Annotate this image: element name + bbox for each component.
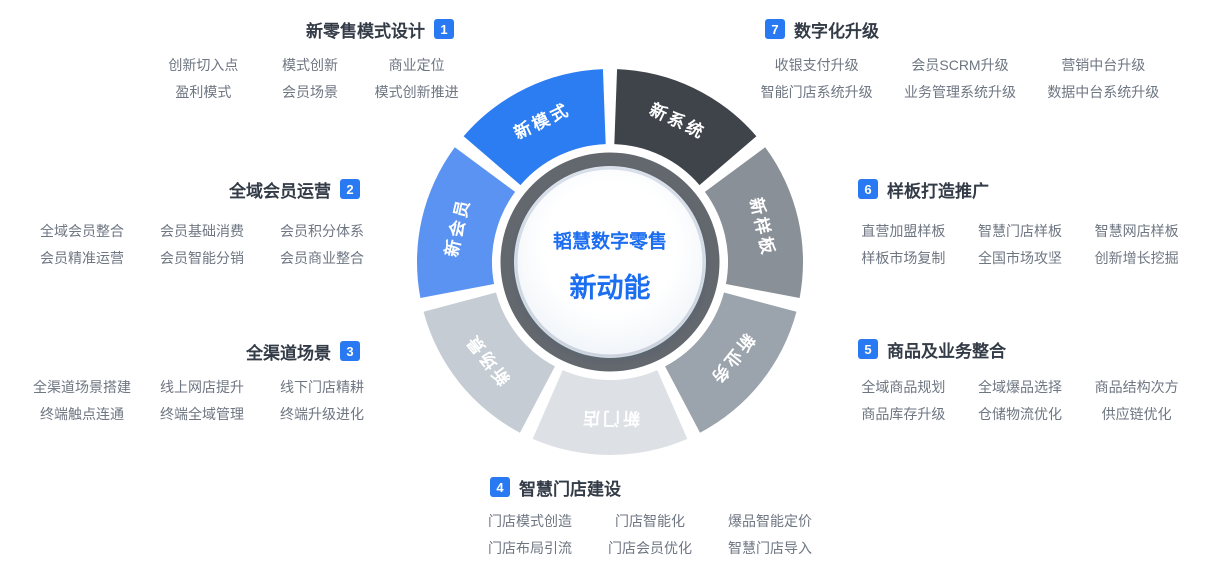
feature-item: 终端升级进化 xyxy=(280,406,364,422)
feature-item: 线下门店精耕 xyxy=(280,379,364,395)
section-number-badge: 7 xyxy=(765,19,785,39)
feature-item: 模式创新 xyxy=(281,57,338,73)
section-member-operation: 全域会员运营 2 全域会员整合 会员基础消费 会员积分体系 会员精准运营 会员智… xyxy=(22,178,382,267)
section-title-row: 全渠道场景 3 xyxy=(22,340,382,363)
feature-item: 全域商品规划 xyxy=(861,379,946,395)
section-title: 智慧门店建设 xyxy=(519,479,621,499)
feature-item: 智慧门店样板 xyxy=(977,223,1062,239)
center-subtitle: 新动能 xyxy=(570,272,651,303)
section-title-row: 5 商品及业务整合 xyxy=(845,338,1195,361)
section-title: 数字化升级 xyxy=(794,21,879,41)
feature-item: 智慧门店导入 xyxy=(728,540,812,556)
feature-item: 终端触点连通 xyxy=(40,406,124,422)
section-model-promotion: 6 样板打造推广 直营加盟样板 智慧门店样板 智慧网店样板 样板市场复制 全国市… xyxy=(845,178,1195,267)
wheel-inner-ring xyxy=(500,152,720,372)
feature-item: 门店布局引流 xyxy=(488,540,572,556)
section-title: 全渠道场景 xyxy=(246,343,331,363)
feature-item: 数据中台系统升级 xyxy=(1047,84,1160,100)
feature-item: 商品结构次方 xyxy=(1094,379,1179,395)
section-title-row: 4 智慧门店建设 xyxy=(470,476,830,499)
momentum-wheel: 新系统新样板新业务新门店新场景新会员新模式 韬慧数字零售 新动能 xyxy=(410,62,810,462)
feature-item: 门店会员优化 xyxy=(608,540,692,556)
feature-item: 营销中台升级 xyxy=(1061,57,1146,73)
feature-item: 业务管理系统升级 xyxy=(903,84,1016,100)
section-title: 新零售模式设计 xyxy=(306,21,425,41)
feature-item: 全域会员整合 xyxy=(40,223,124,239)
section-items: 全渠道场景搭建 线上网店提升 线下门店精耕 终端触点连通 终端全域管理 终端升级… xyxy=(22,378,382,423)
section-items: 全域会员整合 会员基础消费 会员积分体系 会员精准运营 会员智能分销 会员商业整… xyxy=(22,222,382,267)
feature-item: 全渠道场景搭建 xyxy=(33,379,131,395)
feature-item: 会员SCRM升级 xyxy=(911,57,1009,73)
feature-item: 收银支付升级 xyxy=(774,57,859,73)
section-title: 商品及业务整合 xyxy=(887,341,1006,361)
feature-item: 会员精准运营 xyxy=(40,250,124,266)
section-digital-upgrade: 7 数字化升级 收银支付升级 会员SCRM升级 营销中台升级 智能门店系统升级 … xyxy=(745,18,1175,101)
wheel-segment-1 xyxy=(614,69,757,186)
section-number-badge: 3 xyxy=(340,341,360,361)
wheel-segment-6 xyxy=(417,147,516,299)
wheel-segment-2 xyxy=(704,147,803,299)
wheel-segment-5 xyxy=(423,292,555,433)
feature-item: 门店智能化 xyxy=(615,513,685,529)
section-title-row: 6 样板打造推广 xyxy=(845,178,1195,201)
section-items: 创新切入点 模式创新 商业定位 盈利模式 会员场景 模式创新推进 xyxy=(150,56,470,101)
feature-item: 直营加盟样板 xyxy=(861,223,946,239)
section-items: 全域商品规划 全域爆品选择 商品结构次方 商品库存升级 仓储物流优化 供应链优化 xyxy=(845,378,1195,423)
section-title: 全域会员运营 xyxy=(229,181,331,201)
feature-item: 会员场景 xyxy=(281,84,338,100)
section-omnichannel-scene: 全渠道场景 3 全渠道场景搭建 线上网店提升 线下门店精耕 终端触点连通 终端全… xyxy=(22,340,382,423)
center-title: 韬慧数字零售 xyxy=(553,230,667,253)
feature-item: 商业定位 xyxy=(388,57,445,73)
section-number-badge: 1 xyxy=(434,19,454,39)
section-items: 直营加盟样板 智慧门店样板 智慧网店样板 样板市场复制 全国市场攻坚 创新增长挖… xyxy=(845,222,1195,267)
feature-item: 智慧网店样板 xyxy=(1094,223,1179,239)
feature-item: 创新切入点 xyxy=(168,57,239,73)
feature-item: 供应链优化 xyxy=(1101,406,1172,422)
feature-item: 创新增长挖掘 xyxy=(1094,250,1179,266)
feature-item: 会员基础消费 xyxy=(160,223,244,239)
feature-item: 模式创新推进 xyxy=(374,84,459,100)
section-title-row: 新零售模式设计 1 xyxy=(150,18,470,41)
feature-item: 门店模式创造 xyxy=(488,513,572,529)
section-title: 样板打造推广 xyxy=(887,181,989,201)
section-number-badge: 5 xyxy=(858,339,878,359)
feature-item: 终端全域管理 xyxy=(160,406,244,422)
feature-item: 爆品智能定价 xyxy=(728,513,812,529)
section-number-badge: 2 xyxy=(340,179,360,199)
feature-item: 全域爆品选择 xyxy=(977,379,1062,395)
section-title-row: 全域会员运营 2 xyxy=(22,178,382,201)
feature-item: 会员积分体系 xyxy=(280,223,364,239)
wheel-segment-4 xyxy=(532,370,688,456)
wheel-segment-7 xyxy=(463,69,606,186)
wheel-center-circle xyxy=(517,169,703,355)
wheel-segment-3 xyxy=(665,292,797,433)
feature-item: 线上网店提升 xyxy=(160,379,244,395)
wheel-segment-label: 新门店 xyxy=(580,409,640,429)
feature-item: 全国市场攻坚 xyxy=(977,250,1062,266)
section-number-badge: 6 xyxy=(858,179,878,199)
section-smart-store-construction: 4 智慧门店建设 门店模式创造 门店智能化 爆品智能定价 门店布局引流 门店会员… xyxy=(470,476,830,557)
section-items: 收银支付升级 会员SCRM升级 营销中台升级 智能门店系统升级 业务管理系统升级… xyxy=(745,56,1175,101)
feature-item: 仓储物流优化 xyxy=(977,406,1062,422)
feature-item: 会员商业整合 xyxy=(280,250,364,266)
section-goods-business-integration: 5 商品及业务整合 全域商品规划 全域爆品选择 商品结构次方 商品库存升级 仓储… xyxy=(845,338,1195,423)
section-items: 门店模式创造 门店智能化 爆品智能定价 门店布局引流 门店会员优化 智慧门店导入 xyxy=(470,512,830,557)
section-new-retail-model-design: 新零售模式设计 1 创新切入点 模式创新 商业定位 盈利模式 会员场景 模式创新… xyxy=(150,18,470,101)
section-title-row: 7 数字化升级 xyxy=(745,18,1175,41)
feature-item: 样板市场复制 xyxy=(861,250,946,266)
feature-item: 盈利模式 xyxy=(175,84,232,100)
feature-item: 会员智能分销 xyxy=(160,250,244,266)
feature-item: 商品库存升级 xyxy=(861,406,946,422)
feature-item: 智能门店系统升级 xyxy=(760,84,873,100)
section-number-badge: 4 xyxy=(490,477,510,497)
